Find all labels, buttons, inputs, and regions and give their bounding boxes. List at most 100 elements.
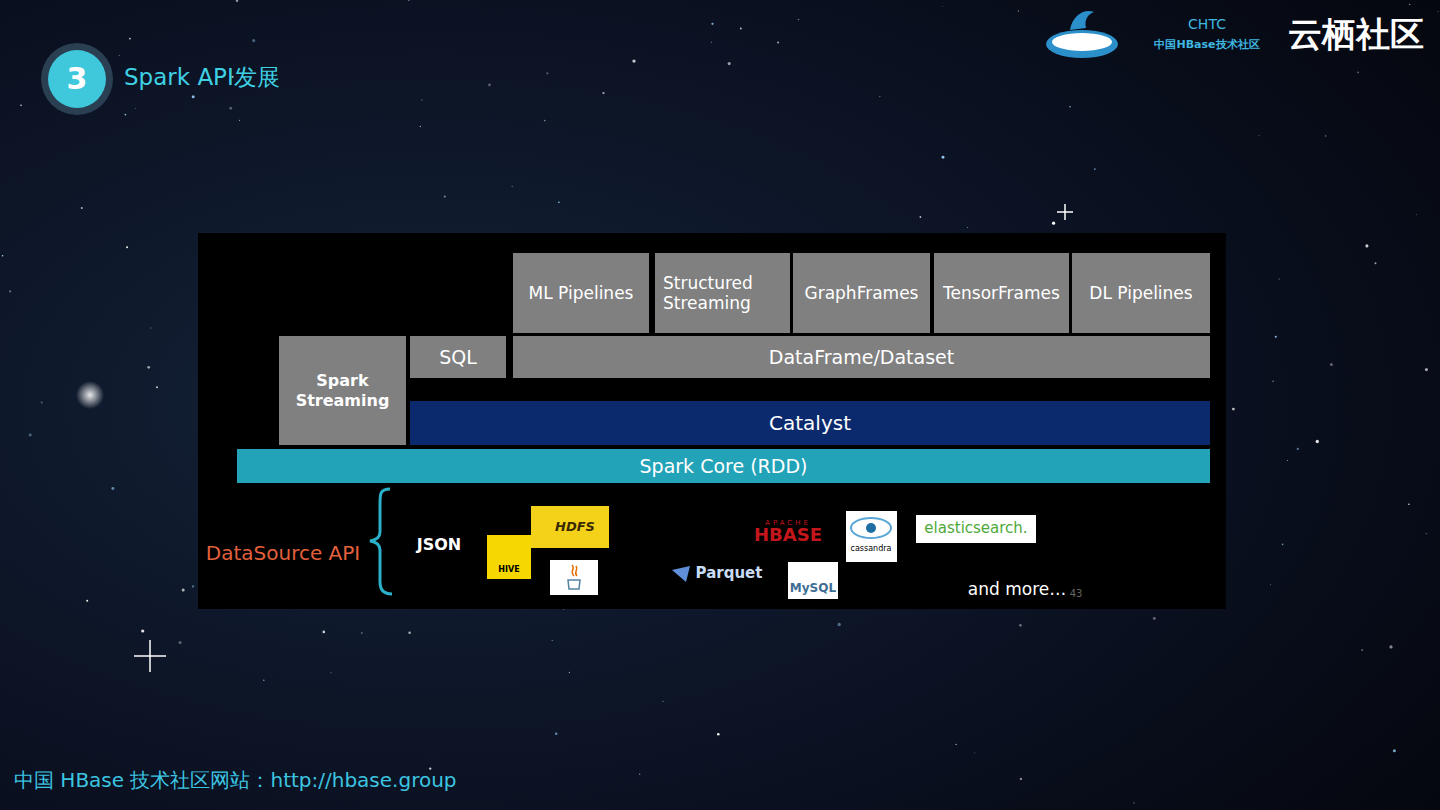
streaming-box: Spark Streaming: [279, 336, 406, 445]
star: [236, 0, 238, 2]
star: [81, 207, 83, 209]
star: [1069, 106, 1071, 108]
star: [1278, 278, 1279, 279]
star: [879, 96, 880, 97]
star: [41, 402, 43, 404]
source-logo: elasticsearch.: [924, 520, 1027, 537]
source-logo: HBASE: [754, 525, 822, 546]
star: [129, 38, 131, 40]
star: [546, 72, 548, 74]
star: [1426, 533, 1427, 534]
box-text: Catalyst: [769, 411, 851, 435]
star: [361, 632, 362, 633]
bright-star: [76, 381, 104, 409]
star: [1020, 778, 1022, 780]
star: [1019, 624, 1022, 627]
star: [86, 600, 88, 602]
number-circle: 3: [48, 50, 106, 108]
star: [420, 126, 421, 127]
star: [1375, 262, 1377, 264]
star: [974, 752, 975, 753]
api-box: Structured Streaming: [655, 253, 790, 333]
star: [1094, 168, 1096, 170]
mysql-logo: [788, 562, 838, 599]
star: [150, 327, 151, 328]
star: [1425, 368, 1428, 371]
api-box: TensorFrames: [934, 253, 1069, 333]
star: [717, 733, 720, 736]
star: [711, 23, 713, 25]
sql-box: SQL: [410, 336, 506, 378]
footer-text: 中国 HBase 技术社区网站：http://hbase.group: [14, 769, 457, 792]
catalyst-band: Catalyst: [410, 401, 1210, 445]
java-logo: [550, 560, 598, 595]
star: [229, 107, 232, 110]
star: [192, 585, 194, 587]
box-text: GraphFrames: [805, 283, 919, 303]
star: [1282, 543, 1284, 545]
core-band: Spark Core (RDD): [237, 449, 1210, 483]
star: [1153, 617, 1156, 620]
box-text: DL Pipelines: [1089, 283, 1192, 303]
star: [1393, 749, 1396, 752]
hive-logo: [487, 535, 531, 579]
star: [1325, 135, 1326, 136]
star: [1133, 802, 1134, 803]
star: [1408, 504, 1409, 505]
star: [740, 28, 742, 30]
logo-text: 云栖社区: [1288, 15, 1424, 54]
star: [156, 386, 158, 388]
star: [511, 186, 513, 188]
star: [632, 59, 635, 62]
star: [111, 487, 114, 490]
star: [192, 95, 195, 98]
star: [1232, 408, 1235, 411]
star: [1357, 72, 1359, 74]
star: [408, 0, 410, 1]
star: [252, 39, 255, 42]
api-label: DataSource API: [206, 542, 360, 565]
diagram-panel: [198, 233, 1226, 609]
star: [1389, 645, 1392, 648]
star: [662, 701, 663, 702]
star: [967, 227, 968, 228]
star: [1052, 222, 1055, 225]
star: [569, 672, 570, 673]
source-logo: MySQL: [790, 582, 836, 596]
logo-text: 中国HBase技术社区: [1154, 39, 1259, 52]
star: [1365, 244, 1368, 247]
source-logo: JSON: [417, 536, 461, 554]
number-ring: [41, 43, 113, 115]
box-text: TensorFrames: [943, 283, 1060, 303]
star: [711, 41, 713, 43]
star: [263, 679, 265, 681]
star: [421, 100, 422, 101]
dataframe-band: DataFrame/Dataset: [513, 336, 1210, 378]
star: [1297, 448, 1299, 450]
star: [1270, 584, 1272, 586]
box-text: Spark Core (RDD): [640, 455, 808, 478]
box-text: SQL: [439, 346, 477, 369]
cassandra-iris: [866, 523, 876, 533]
star: [119, 55, 120, 56]
star: [330, 672, 331, 673]
star: [544, 120, 546, 122]
source-logo: Parquet: [696, 565, 763, 582]
dolphin-logo: [1046, 11, 1118, 58]
star: [29, 434, 32, 437]
star: [838, 623, 841, 626]
more-label: and more…: [968, 580, 1066, 600]
star: [2, 255, 4, 257]
star: [1330, 363, 1333, 366]
star: [147, 366, 150, 369]
star: [1287, 460, 1288, 461]
star: [728, 62, 731, 65]
star: [1258, 135, 1260, 137]
star: [9, 290, 11, 292]
star: [1018, 10, 1019, 11]
star: [777, 42, 779, 44]
cassandra-logo: [846, 511, 897, 562]
star: [602, 92, 604, 94]
